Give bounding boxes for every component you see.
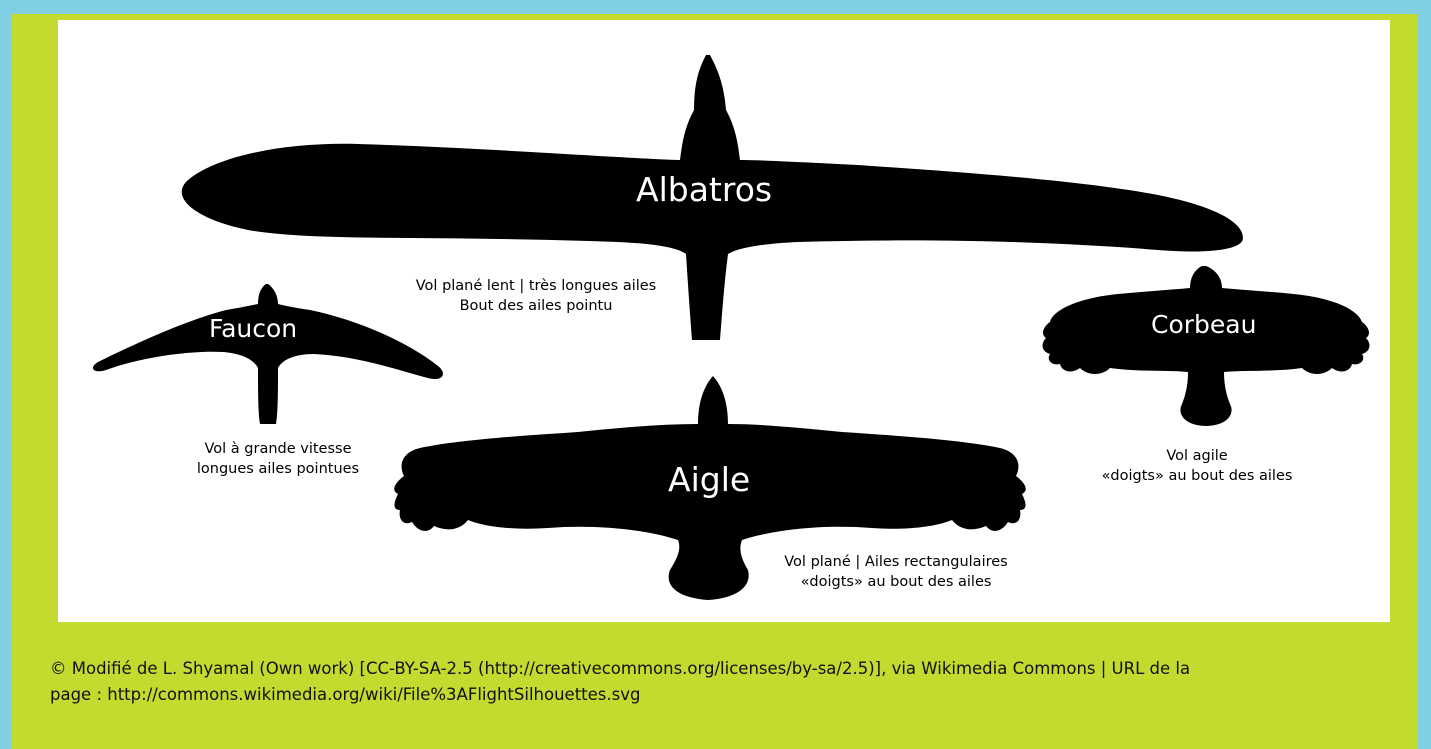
credit-line-1: © Modifié de L. Shyamal (Own work) [CC-B… bbox=[50, 656, 1400, 682]
albatros-label: Albatros bbox=[636, 170, 772, 209]
faucon-label: Faucon bbox=[209, 314, 297, 343]
faucon-caption: Vol à grande vitesse longues ailes point… bbox=[158, 439, 398, 479]
corbeau-caption: Vol agile «doigts» au bout des ailes bbox=[1079, 446, 1315, 486]
credit-text: © Modifié de L. Shyamal (Own work) [CC-B… bbox=[50, 656, 1400, 708]
aigle-caption-line-2: «doigts» au bout des ailes bbox=[764, 572, 1028, 592]
albatros-caption: Vol plané lent | très longues ailes Bout… bbox=[386, 276, 686, 316]
corbeau-caption-line-2: «doigts» au bout des ailes bbox=[1079, 466, 1315, 486]
corbeau-label: Corbeau bbox=[1151, 310, 1256, 339]
albatros-caption-line-1: Vol plané lent | très longues ailes bbox=[386, 276, 686, 296]
faucon-caption-line-1: Vol à grande vitesse bbox=[158, 439, 398, 459]
credit-line-2: page : http://commons.wikimedia.org/wiki… bbox=[50, 682, 1400, 708]
albatros-caption-line-2: Bout des ailes pointu bbox=[386, 296, 686, 316]
aigle-label: Aigle bbox=[668, 460, 750, 499]
corbeau-caption-line-1: Vol agile bbox=[1079, 446, 1315, 466]
faucon-caption-line-2: longues ailes pointues bbox=[158, 459, 398, 479]
aigle-caption: Vol plané | Ailes rectangulaires «doigts… bbox=[764, 552, 1028, 592]
flight-silhouettes-figure: Albatros Faucon Aigle Corbeau Vol plané … bbox=[58, 20, 1390, 622]
aigle-caption-line-1: Vol plané | Ailes rectangulaires bbox=[764, 552, 1028, 572]
corbeau-silhouette bbox=[1043, 266, 1370, 426]
